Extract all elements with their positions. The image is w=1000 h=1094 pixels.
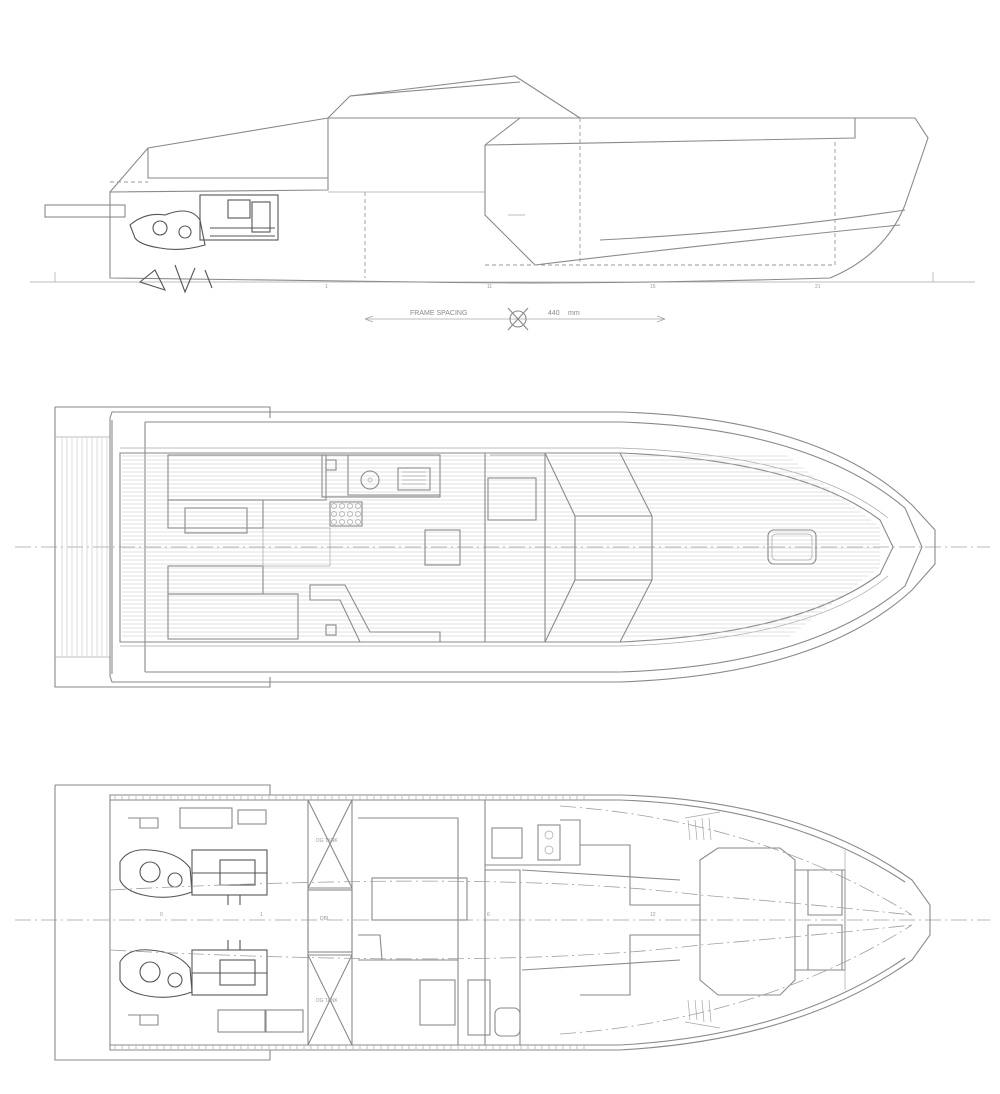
lower-hull-outline xyxy=(109,794,931,1051)
cockpit-seating xyxy=(167,454,331,640)
wet-bar xyxy=(321,454,441,527)
svg-text:15: 15 xyxy=(650,284,656,290)
engine-room xyxy=(119,807,304,1033)
tank-bottom-label: DG TANK xyxy=(316,998,338,1004)
svg-text:21: 21 xyxy=(815,284,821,290)
frame-symbol xyxy=(507,307,529,331)
engine-port xyxy=(119,849,268,905)
lower-deck-plan-view: DG TANK DBL DG TANK xyxy=(15,784,990,1061)
tank-top-label: DG TANK xyxy=(316,838,338,844)
interior-outline-dashed xyxy=(110,118,836,278)
svg-text:1: 1 xyxy=(260,912,263,918)
frame-spacing-value: 440 xyxy=(548,310,560,317)
saloon xyxy=(358,817,468,1045)
deck-plan-view xyxy=(15,406,990,688)
svg-text:6: 6 xyxy=(487,912,490,918)
deck-perimeter xyxy=(119,452,894,643)
grill-icon xyxy=(397,467,431,491)
engine-side xyxy=(129,194,279,251)
cabin-roof xyxy=(327,75,581,119)
side-profile-view: 1 11 15 21 FRAME SPACING 440 mm xyxy=(30,75,975,331)
deck-line xyxy=(147,118,329,179)
svg-text:11: 11 xyxy=(487,284,492,290)
frame-spacing-label: FRAME SPACING xyxy=(410,310,467,317)
lower-platform xyxy=(54,784,271,1061)
helm-station xyxy=(484,452,653,643)
tank-mid-label: DBL xyxy=(320,916,330,922)
forward-cabin xyxy=(521,811,846,1029)
cockpit-table xyxy=(424,529,461,566)
frame-spacing-unit: mm xyxy=(568,310,580,317)
galley xyxy=(467,819,581,1045)
svg-text:0: 0 xyxy=(160,912,163,918)
svg-text:12: 12 xyxy=(650,912,656,918)
sink-icon xyxy=(360,470,380,490)
propeller xyxy=(138,264,213,294)
swim-platform xyxy=(44,204,126,218)
cup-holders xyxy=(329,501,363,527)
hull-plan-outline xyxy=(109,411,936,683)
foredeck-hatch xyxy=(767,529,817,565)
svg-text:1: 1 xyxy=(325,284,328,290)
hull-outline xyxy=(109,117,929,284)
engine-starboard xyxy=(119,940,268,998)
